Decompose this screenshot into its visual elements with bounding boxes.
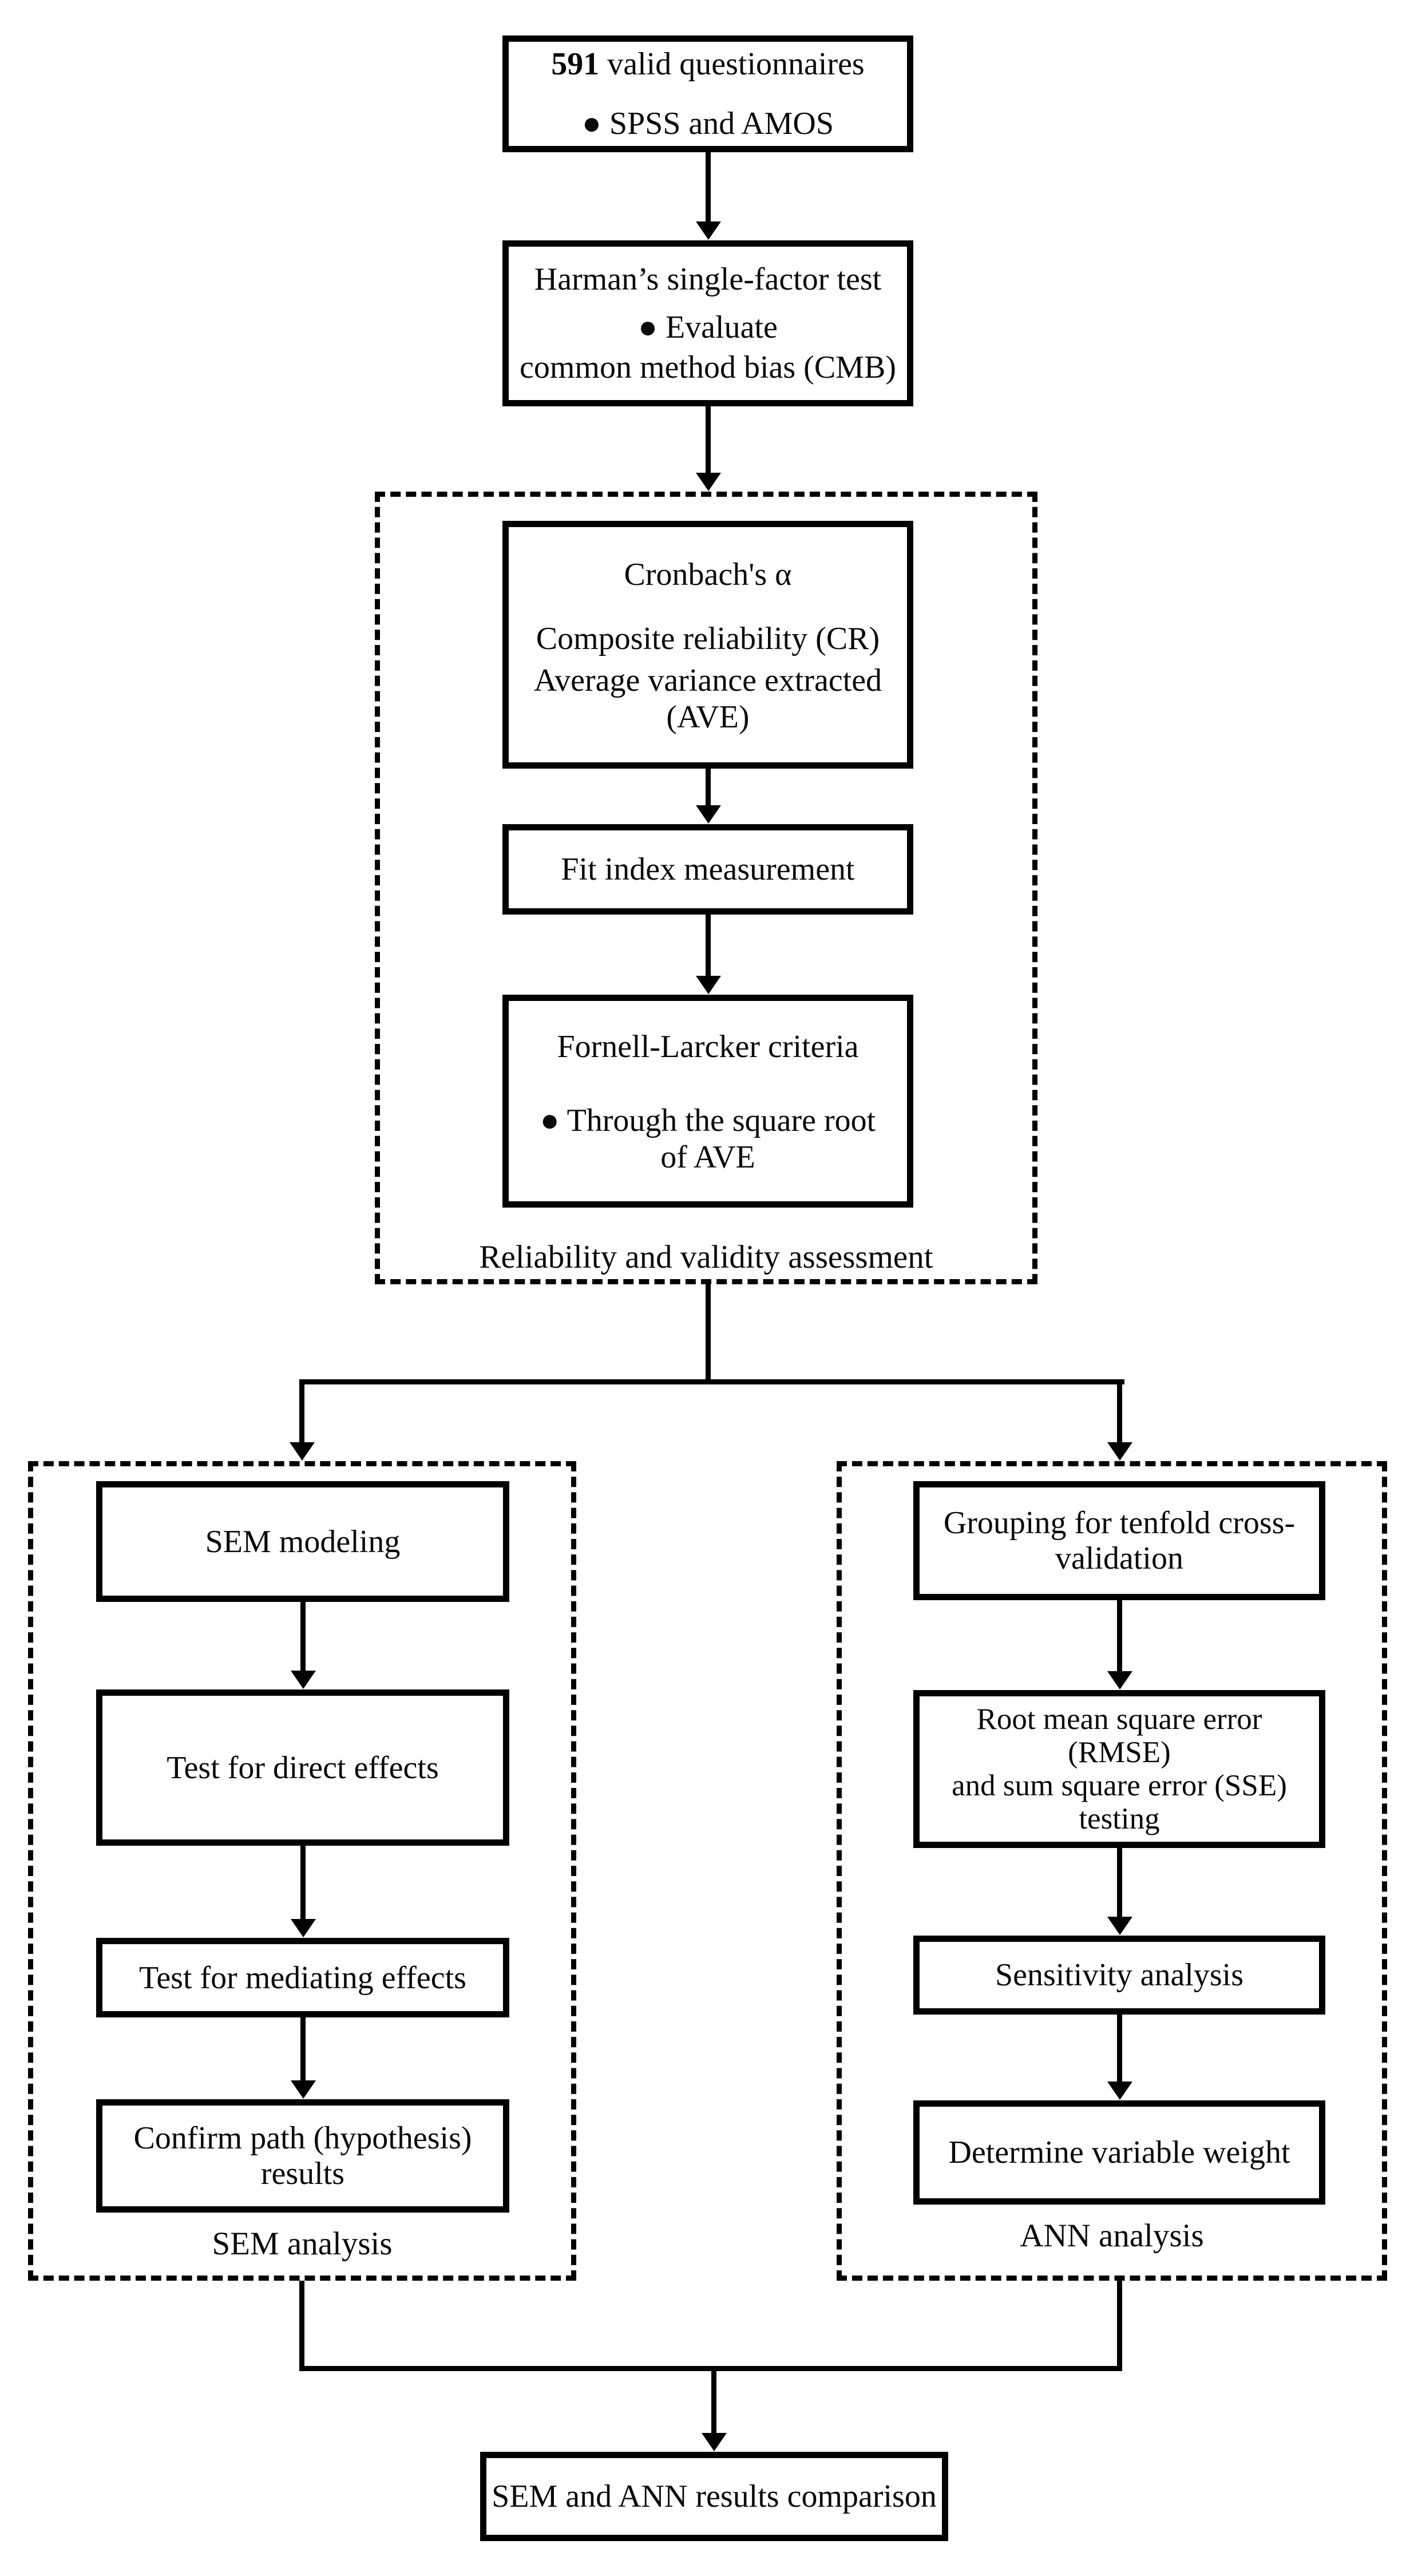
- arrow-down-to-ann: [1117, 1379, 1122, 1443]
- arrow-down-ann-2: [1117, 1848, 1122, 1917]
- label-ann-analysis: ANN analysis: [1020, 2218, 1204, 2254]
- tools-bullet-line: ● SPSS and AMOS: [582, 106, 834, 141]
- group-sem-analysis: [28, 1461, 576, 2281]
- connector-merge-right: [1117, 2281, 1122, 2371]
- node-valid-questionnaires: 591 valid questionnaires ● SPSS and AMOS: [502, 35, 913, 152]
- node-line: Fit index measurement: [561, 852, 855, 887]
- connector-merge-horizontal: [299, 2366, 1122, 2371]
- connector-stem: [706, 1284, 711, 1382]
- node-line: validation: [1055, 1541, 1183, 1576]
- arrow-down-to-sem: [299, 1379, 304, 1443]
- arrow-down-1: [706, 152, 711, 222]
- node-line: Grouping for tenfold cross-: [943, 1505, 1296, 1541]
- node-line: Average variance extracted: [533, 662, 882, 698]
- node-cronbach-cr-ave: Cronbach's α Composite reliability (CR) …: [502, 521, 913, 769]
- node-sensitivity-analysis: Sensitivity analysis: [913, 1936, 1325, 2015]
- node-fit-index: Fit index measurement: [502, 824, 913, 915]
- questionnaire-count-line: 591 valid questionnaires: [551, 44, 864, 84]
- node-line: results: [260, 2156, 345, 2191]
- label-reliability-validity: Reliability and validity assessment: [479, 1239, 933, 1275]
- node-variable-weight: Determine variable weight: [913, 2100, 1325, 2205]
- label-sem-analysis: SEM analysis: [212, 2226, 393, 2262]
- arrow-down-final: [711, 2371, 716, 2433]
- arrow-down-sem-2: [300, 1846, 306, 1920]
- arrow-down-2: [706, 406, 711, 473]
- node-line: ● Evaluate: [638, 310, 778, 345]
- node-line: Test for mediating effects: [139, 1960, 466, 1996]
- node-line: common method bias (CMB): [520, 350, 896, 385]
- node-line: Harman’s single-factor test: [534, 262, 882, 297]
- arrow-down-3: [706, 769, 711, 806]
- node-line: Fornell-Larcker criteria: [557, 1029, 859, 1065]
- node-mediating-effects: Test for mediating effects: [96, 1938, 509, 2017]
- node-fornell-larcker: Fornell-Larcker criteria ● Through the s…: [502, 995, 913, 1208]
- node-line: (RMSE): [1068, 1736, 1171, 1769]
- node-line: Root mean square error: [976, 1703, 1262, 1736]
- node-final-comparison: SEM and ANN results comparison: [480, 2452, 948, 2541]
- connector-merge-left: [299, 2281, 304, 2371]
- node-line: ● Through the square root: [540, 1103, 876, 1138]
- node-line: (AVE): [666, 699, 750, 735]
- node-line: Determine variable weight: [948, 2135, 1290, 2170]
- group-ann-analysis: [837, 1461, 1387, 2281]
- node-line: Confirm path (hypothesis): [133, 2120, 472, 2156]
- node-sem-modeling: SEM modeling: [96, 1481, 509, 1602]
- node-line: Test for direct effects: [167, 1750, 439, 1786]
- node-confirm-path: Confirm path (hypothesis) results: [96, 2099, 509, 2213]
- node-grouping-crossvalidation: Grouping for tenfold cross- validation: [913, 1481, 1325, 1600]
- node-line: of AVE: [660, 1139, 755, 1175]
- arrow-down-ann-3: [1117, 2015, 1122, 2082]
- node-line: Composite reliability (CR): [536, 620, 880, 656]
- node-line: Sensitivity analysis: [995, 1957, 1243, 1993]
- arrow-down-sem-3: [300, 2017, 306, 2081]
- node-direct-effects: Test for direct effects: [96, 1689, 509, 1846]
- arrow-down-ann-1: [1117, 1600, 1122, 1672]
- connector-split-horizontal: [299, 1379, 1124, 1384]
- node-line: testing: [1079, 1802, 1160, 1835]
- node-line: Cronbach's α: [624, 556, 792, 592]
- node-rmse-sse-testing: Root mean square error (RMSE) and sum sq…: [913, 1690, 1325, 1848]
- arrow-down-4: [706, 915, 711, 976]
- group-reliability-validity: [375, 492, 1037, 1284]
- node-harman-test: Harman’s single-factor test ● Evaluate c…: [502, 240, 913, 406]
- node-line: and sum square error (SSE): [952, 1769, 1287, 1802]
- questionnaire-count-bold: 591: [551, 46, 600, 82]
- arrow-down-sem-1: [300, 1602, 306, 1671]
- node-line: SEM and ANN results comparison: [492, 2479, 937, 2514]
- questionnaire-count-rest: valid questionnaires: [599, 46, 865, 82]
- node-line: SEM modeling: [205, 1524, 401, 1560]
